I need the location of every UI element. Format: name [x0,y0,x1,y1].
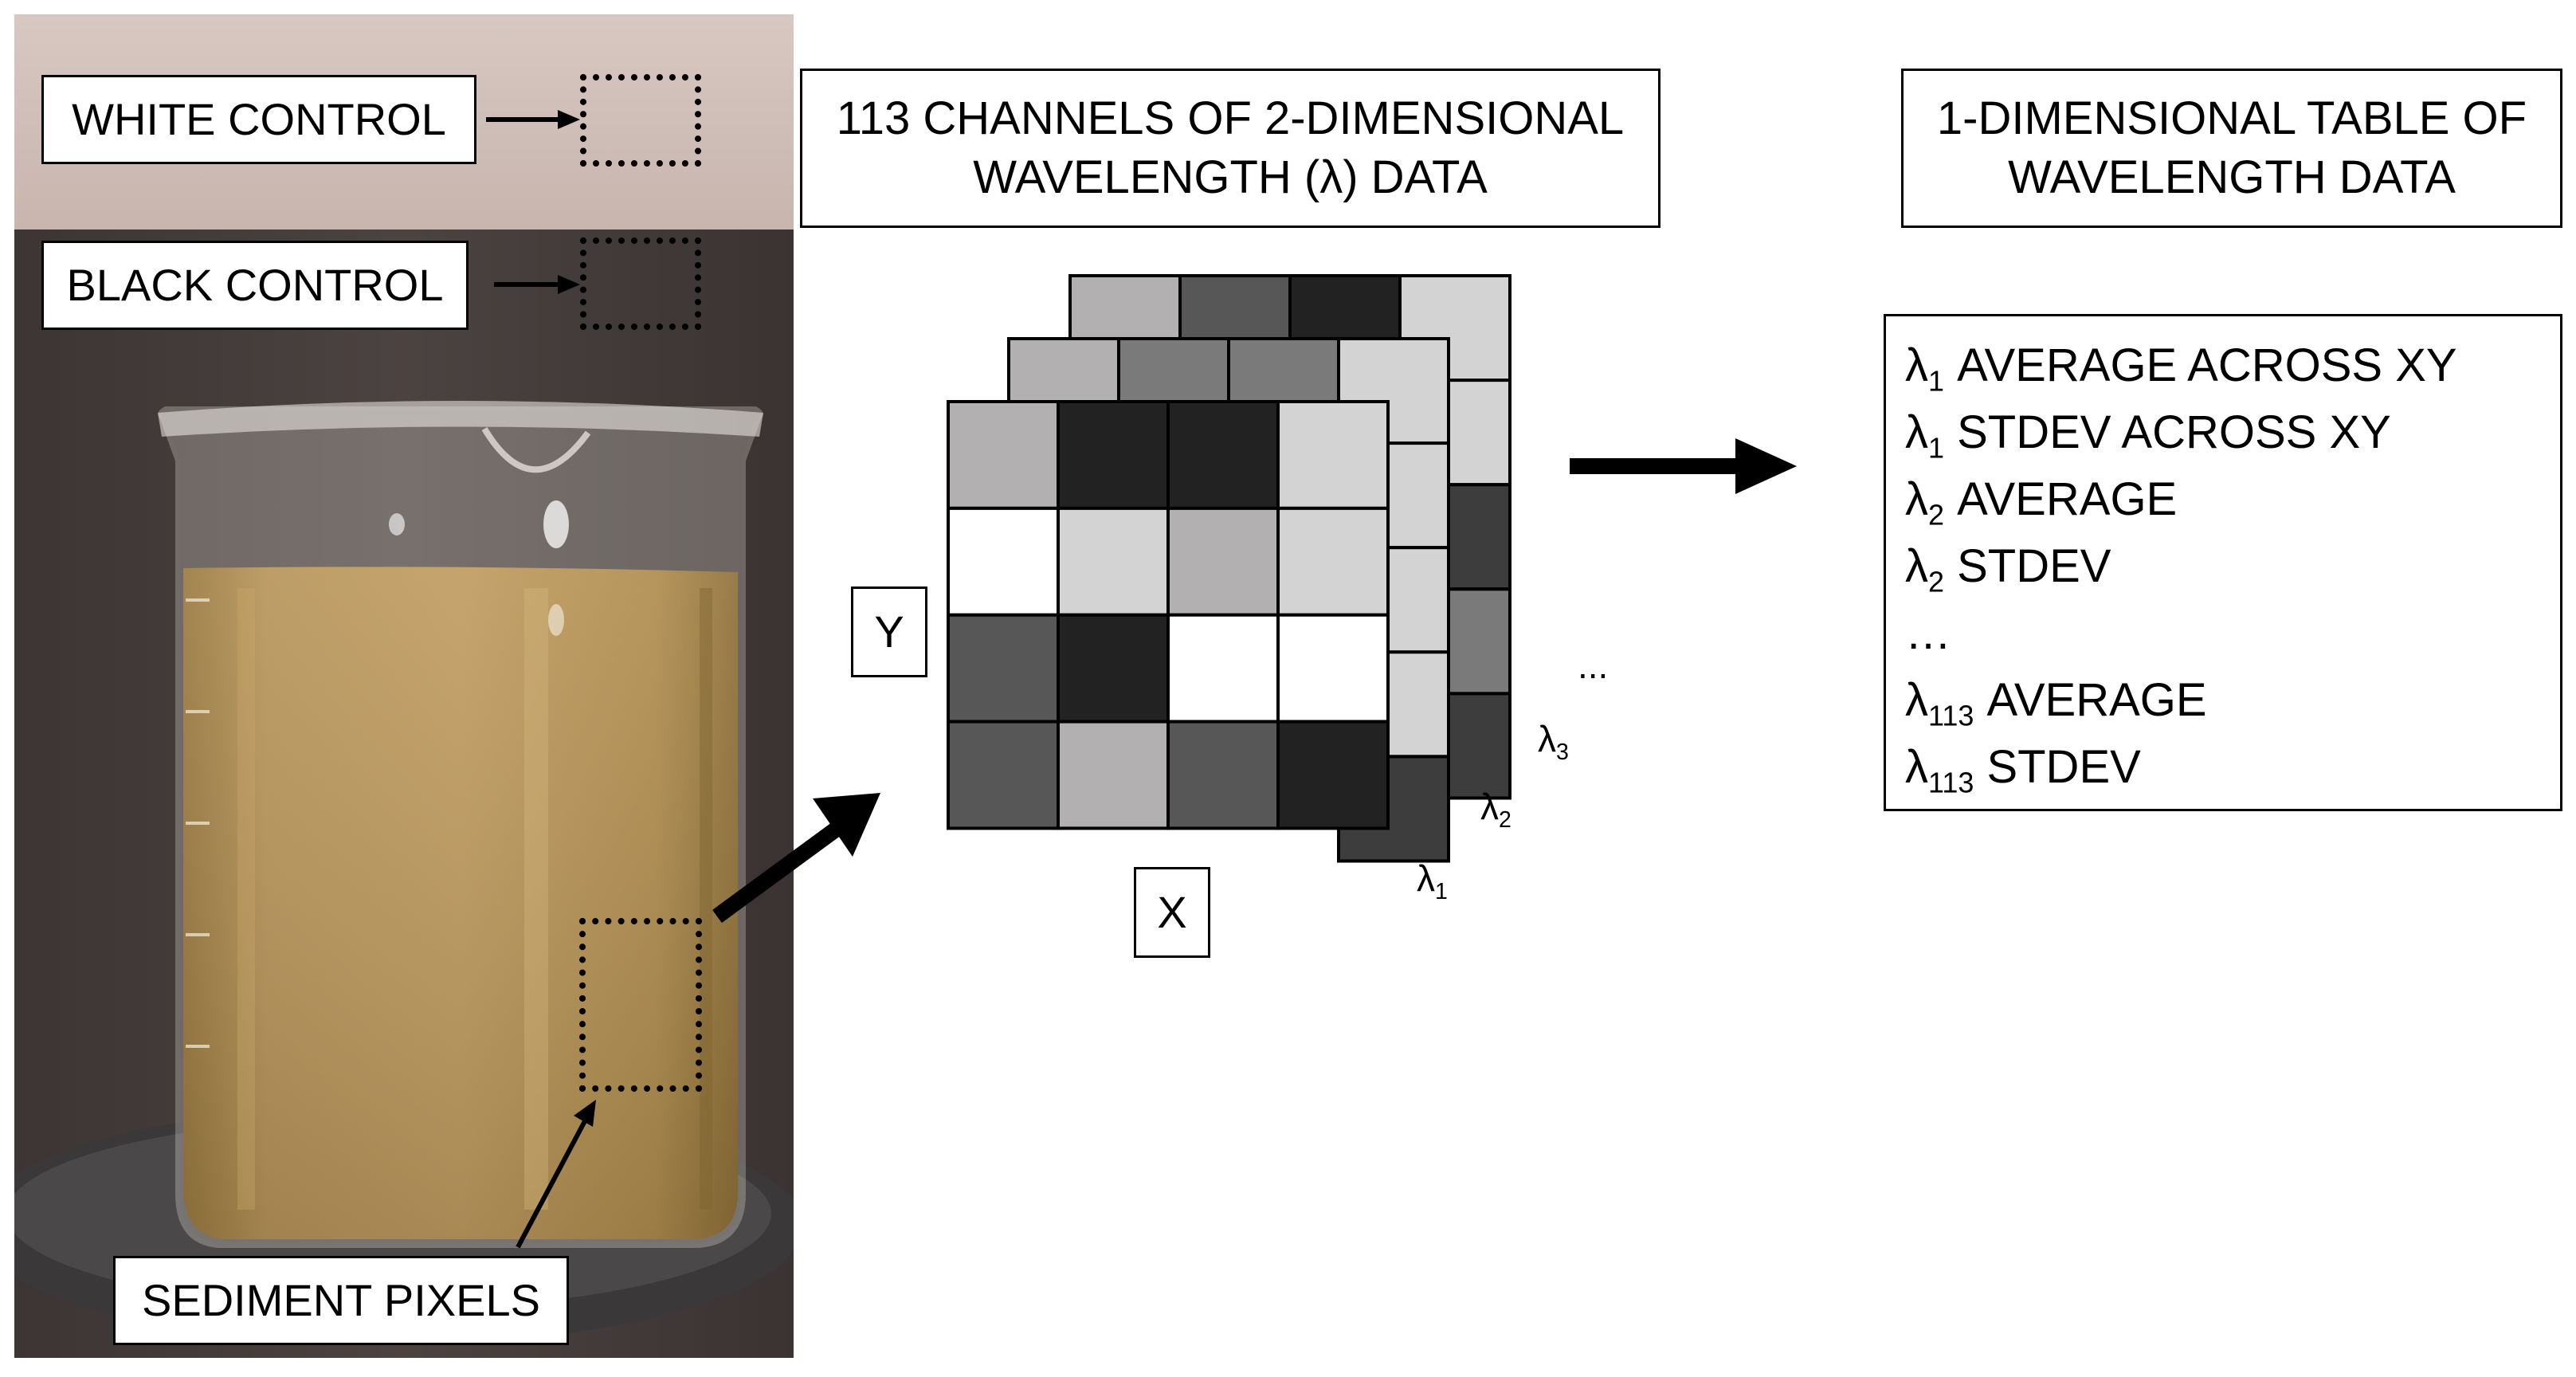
cube-cell [1057,720,1170,830]
table-row: λ113 STDEV [1905,734,2560,801]
cube-cell [1166,506,1280,617]
channel-2-sub: 2 [1499,806,1511,833]
sediment-pointer-arrow [516,1100,596,1249]
black-control-arrow [494,275,580,294]
wavelength-cube [947,274,1511,863]
cube-cell [1057,400,1170,510]
white-control-text: WHITE CONTROL [72,94,446,145]
table-row-text: STDEV [1974,741,2141,793]
table-row-text: … [1905,607,1951,659]
table-row: λ113 AVERAGE [1905,667,2560,734]
black-control-label: BLACK CONTROL [41,241,469,330]
channel-1-sub: 1 [1435,878,1448,904]
wavelength-table: λ1 AVERAGE ACROSS XY λ1 STDEV ACROSS XY … [1884,314,2562,811]
cube-title-line1: 113 CHANNELS OF 2-DIMENSIONAL [836,92,1625,144]
table-row-symbol: λ [1905,406,1928,458]
table-row-text: AVERAGE [1974,674,2207,726]
sediment-pixels-label: SEDIMENT PIXELS [113,1256,569,1345]
table-row-symbol: λ [1905,540,1928,592]
channel-3-symbol: λ [1538,718,1556,759]
table-row-sub: 113 [1928,766,1974,799]
table-row: λ1 AVERAGE ACROSS XY [1905,332,2560,399]
y-axis-label: Y [851,586,927,677]
channel-1-symbol: λ [1417,857,1435,899]
black-control-text: BLACK CONTROL [66,260,444,311]
channel-label-3: λ3 [1538,717,1569,763]
table-row-sub: 113 [1928,699,1974,732]
white-control-arrow [486,110,580,129]
channel-label-2: λ2 [1480,785,1511,831]
x-axis-label: X [1134,867,1210,958]
cube-cell [1398,274,1511,387]
cube-cell [1057,506,1170,617]
sediment-pixels-region [579,918,702,1092]
table-row: λ2 STDEV [1905,533,2560,600]
table-row-symbol: λ [1905,473,1928,525]
table-row-sub: 1 [1928,431,1944,465]
table-row: λ1 STDEV ACROSS XY [1905,399,2560,466]
black-control-region [580,237,701,330]
cube-cell [1276,506,1390,617]
table-title-line1: 1-DIMENSIONAL TABLE OF [1936,92,2527,144]
cube-cell [1057,613,1170,724]
cube-cell [947,613,1060,724]
sediment-pixels-text: SEDIMENT PIXELS [141,1275,540,1326]
channel-layer-1 [947,400,1390,830]
cube-cell [1276,720,1390,830]
table-row: … [1905,600,2560,667]
more-channels-ellipsis: ... [1578,644,1608,687]
x-axis-text: X [1157,887,1187,938]
table-row-sub: 2 [1928,565,1944,598]
white-control-label: WHITE CONTROL [41,75,476,164]
table-row-sub: 1 [1928,364,1944,398]
table-row-sub: 2 [1928,498,1944,532]
table-row-text: STDEV [1944,540,2111,592]
beaker-photo [14,14,794,1358]
table-row-text: STDEV ACROSS XY [1944,406,2391,458]
table-row-text: AVERAGE ACROSS XY [1944,339,2457,391]
y-axis-text: Y [874,606,904,657]
cube-cell [1166,613,1280,724]
photo-to-cube-arrow [712,793,880,924]
channel-label-1: λ1 [1417,857,1448,903]
table-row: λ2 AVERAGE [1905,466,2560,533]
channel-2-symbol: λ [1480,786,1499,827]
cube-cell [1276,613,1390,724]
channel-3-sub: 3 [1556,739,1569,765]
table-title: 1-DIMENSIONAL TABLE OF WAVELENGTH DATA [1901,69,2562,228]
cube-cell [1276,400,1390,510]
cube-cell [1166,400,1280,510]
table-title-line2: WAVELENGTH DATA [2008,151,2456,203]
beaker-photo-illustration [14,14,794,1358]
cube-to-table-arrow [1570,438,1797,494]
cube-cell [947,506,1060,617]
cube-cell [1166,720,1280,830]
cube-title: 113 CHANNELS OF 2-DIMENSIONAL WAVELENGTH… [800,69,1660,228]
cube-title-line2: WAVELENGTH (λ) DATA [973,151,1488,203]
more-channels-text: ... [1578,645,1609,686]
white-control-region [580,74,701,167]
cube-cell [947,720,1060,830]
table-row-symbol: λ [1905,339,1928,391]
table-row-symbol: λ [1905,674,1928,726]
cube-cell [947,400,1060,510]
table-row-symbol: λ [1905,741,1928,793]
table-row-text: AVERAGE [1944,473,2178,525]
